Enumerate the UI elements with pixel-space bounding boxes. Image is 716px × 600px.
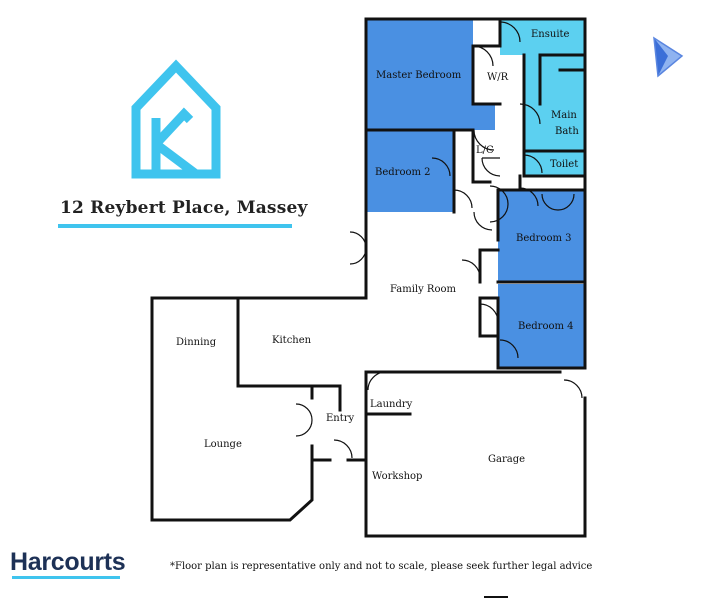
page-marker-line	[484, 596, 508, 598]
label-bedroom2: Bedroom 2	[375, 167, 431, 178]
bedroom2-fill	[366, 130, 454, 212]
master-bedroom-fill	[366, 19, 473, 130]
brand-logo: Harcourts	[10, 548, 126, 576]
label-family-room: Family Room	[390, 284, 456, 295]
label-workshop: Workshop	[372, 471, 422, 482]
disclaimer-text: *Floor plan is representative only and n…	[170, 561, 593, 572]
label-toilet: Toilet	[550, 159, 578, 170]
label-wr: W/R	[487, 72, 509, 83]
label-lounge: Lounge	[204, 439, 242, 450]
ensuite-fill	[500, 19, 585, 55]
master-bedroom-fill-2	[473, 104, 495, 130]
label-bedroom3: Bedroom 3	[516, 233, 572, 244]
label-bedroom4: Bedroom 4	[518, 321, 574, 332]
brand-underline	[12, 576, 120, 579]
label-lc: L/C	[476, 145, 494, 156]
door-swings	[295, 21, 583, 459]
label-ensuite: Ensuite	[531, 29, 570, 40]
room-labels: Master Bedroom W/R Ensuite Main Bath L/C…	[176, 29, 579, 482]
label-entry: Entry	[326, 413, 355, 424]
label-laundry: Laundry	[370, 399, 413, 410]
north-arrow-icon	[653, 36, 684, 78]
bedroom4-fill	[498, 284, 585, 368]
label-dinning: Dinning	[176, 337, 217, 348]
house-k-logo-icon	[131, 59, 221, 179]
label-kitchen: Kitchen	[272, 335, 312, 346]
address-underline	[58, 224, 292, 228]
toilet-fill	[524, 151, 585, 176]
property-address: 12 Reybert Place, Massey	[60, 198, 308, 218]
label-bath: Bath	[555, 126, 579, 137]
label-main: Main	[551, 110, 577, 121]
label-garage: Garage	[488, 454, 525, 465]
label-master-bedroom: Master Bedroom	[376, 70, 462, 81]
bedroom3-fill	[498, 190, 585, 282]
